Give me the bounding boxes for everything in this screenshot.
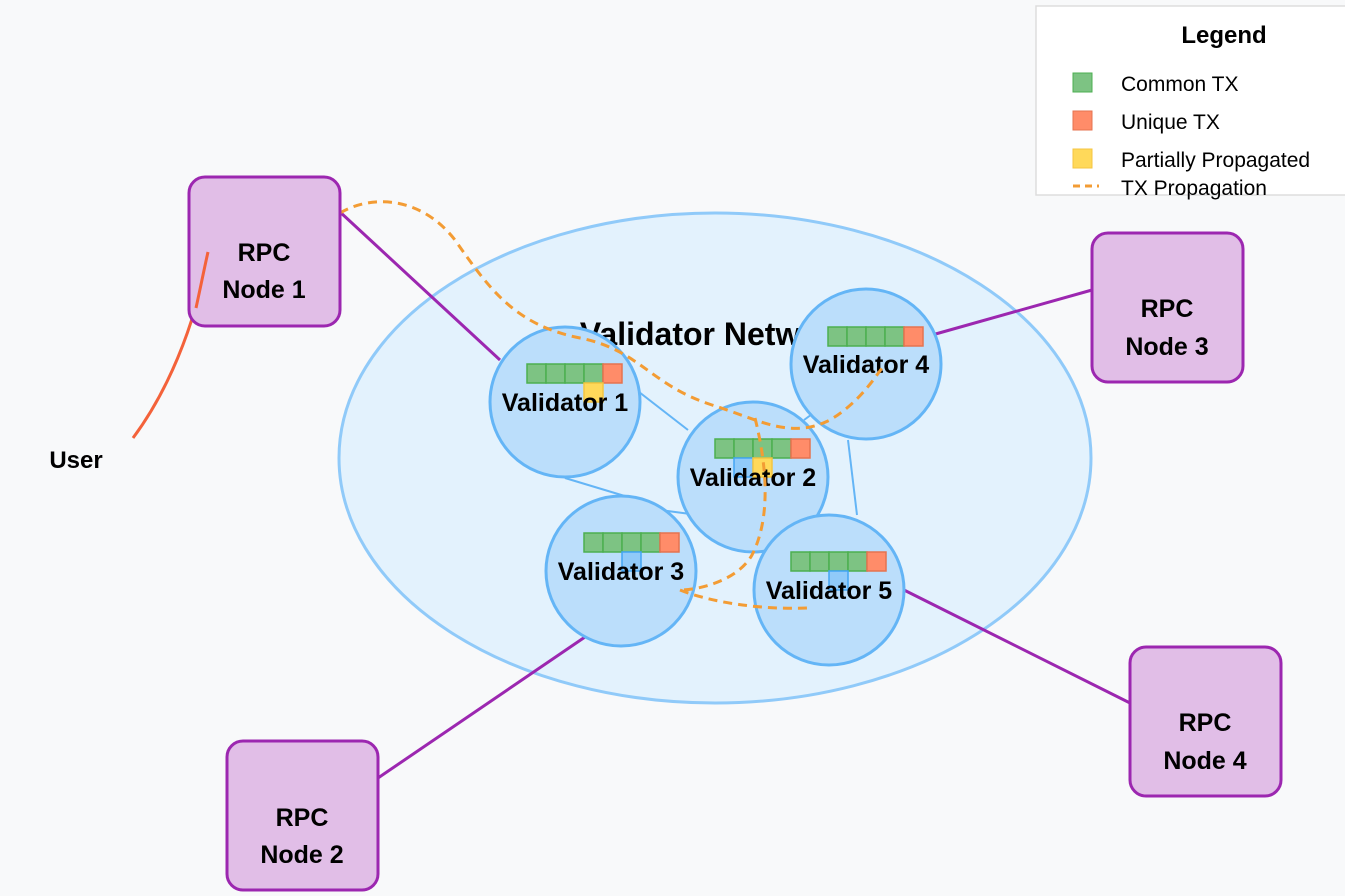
common-tx-block xyxy=(847,551,868,572)
validator-4-label: Validator 4 xyxy=(803,351,930,379)
common-tx-block xyxy=(583,532,604,553)
legend-label-unique-tx: Unique TX xyxy=(1121,111,1220,134)
validator-5-tx-queue xyxy=(790,551,887,591)
common-tx-block xyxy=(714,438,735,459)
legend-label-propagation: TX Propagation xyxy=(1121,177,1267,200)
rpc-node-3-box xyxy=(1090,231,1245,384)
validator-4[interactable]: Validator 4 xyxy=(789,287,943,441)
rpc-node-4-label-line2: Node 4 xyxy=(1163,747,1246,775)
common-tx-block xyxy=(846,326,867,347)
user-request-arrow-tip xyxy=(194,251,210,309)
rpc2-to-validator3-link xyxy=(377,635,586,780)
common-tx-block xyxy=(827,326,848,347)
validator-1[interactable]: Validator 1 xyxy=(488,325,642,479)
common-tx-block xyxy=(865,326,886,347)
validator-3-label: Validator 3 xyxy=(558,558,684,586)
partial-tx-block xyxy=(583,382,604,403)
legend-swatch-common-tx xyxy=(1072,72,1093,93)
common-tx-block xyxy=(583,363,604,384)
rpc-node-2-box xyxy=(225,739,380,892)
validator-1-label: Validator 1 xyxy=(502,389,629,417)
common-tx-block xyxy=(771,438,792,459)
common-tx-block xyxy=(621,532,642,553)
rpc-node-1-label-line2: Node 1 xyxy=(222,276,305,304)
rpc-node-2-label-line1: RPC xyxy=(276,804,329,832)
validator-link xyxy=(847,439,858,516)
common-tx-block xyxy=(545,363,566,384)
unique-tx-block xyxy=(659,532,680,553)
common-tx-block xyxy=(564,363,585,384)
tx-propagation-path xyxy=(679,417,767,592)
validator-2-label: Validator 2 xyxy=(690,464,816,492)
validator-2[interactable]: Validator 2 xyxy=(676,400,830,554)
common-tx-block xyxy=(884,326,905,347)
rpc-node-1-label-line1: RPC xyxy=(238,239,291,267)
pending-tx-block xyxy=(621,551,642,572)
rpc-node-2[interactable]: RPC Node 2 xyxy=(225,739,380,892)
validator-3[interactable]: Validator 3 xyxy=(544,494,698,648)
common-tx-block xyxy=(526,363,547,384)
common-tx-block xyxy=(828,551,849,572)
rpc-node-4-label-line1: RPC xyxy=(1179,709,1232,737)
legend: Legend Common TX Unique TX Partially Pro… xyxy=(1035,5,1345,200)
user-label: User xyxy=(49,447,102,474)
common-tx-block xyxy=(602,532,623,553)
validator-5-label: Validator 5 xyxy=(766,577,893,605)
unique-tx-block xyxy=(866,551,887,572)
legend-label-common-tx: Common TX xyxy=(1121,73,1238,96)
rpc-connections xyxy=(338,210,1131,780)
rpc-node-1[interactable]: RPC Node 1 xyxy=(187,175,342,328)
rpc-node-4-box xyxy=(1128,645,1283,798)
validator-link xyxy=(564,477,629,498)
common-tx-block xyxy=(790,551,811,572)
rpc-node-3-label-line2: Node 3 xyxy=(1125,333,1208,361)
common-tx-block xyxy=(733,438,754,459)
rpc-node-2-label-line2: Node 2 xyxy=(260,841,343,869)
rpc3-to-validator4-link xyxy=(931,288,1093,337)
validator-4-tx-queue xyxy=(827,326,924,347)
rpc-node-3-label-line1: RPC xyxy=(1141,295,1194,323)
legend-swatch-partial-tx xyxy=(1072,148,1093,169)
legend-label-partial-tx: Partially Propagated xyxy=(1121,149,1310,172)
rpc1-to-validator1-link xyxy=(338,210,502,362)
rpc-node-3[interactable]: RPC Node 3 xyxy=(1090,231,1245,384)
unique-tx-block xyxy=(602,363,623,384)
rpc-node-1-box xyxy=(187,175,342,328)
legend-title: Legend xyxy=(1181,22,1266,49)
unique-tx-block xyxy=(790,438,811,459)
rpc4-to-validator5-link xyxy=(903,588,1131,705)
legend-swatch-unique-tx xyxy=(1072,110,1093,131)
pending-tx-block xyxy=(828,570,849,591)
validator-3-tx-queue xyxy=(583,532,680,572)
common-tx-block xyxy=(640,532,661,553)
tx-propagation-paths xyxy=(339,200,884,610)
validator-5[interactable]: Validator 5 xyxy=(752,513,906,667)
tx-propagation-path xyxy=(339,200,884,430)
validator-1-tx-queue xyxy=(526,363,623,403)
rpc-node-4[interactable]: RPC Node 4 xyxy=(1128,645,1283,798)
unique-tx-block xyxy=(903,326,924,347)
common-tx-block xyxy=(809,551,830,572)
